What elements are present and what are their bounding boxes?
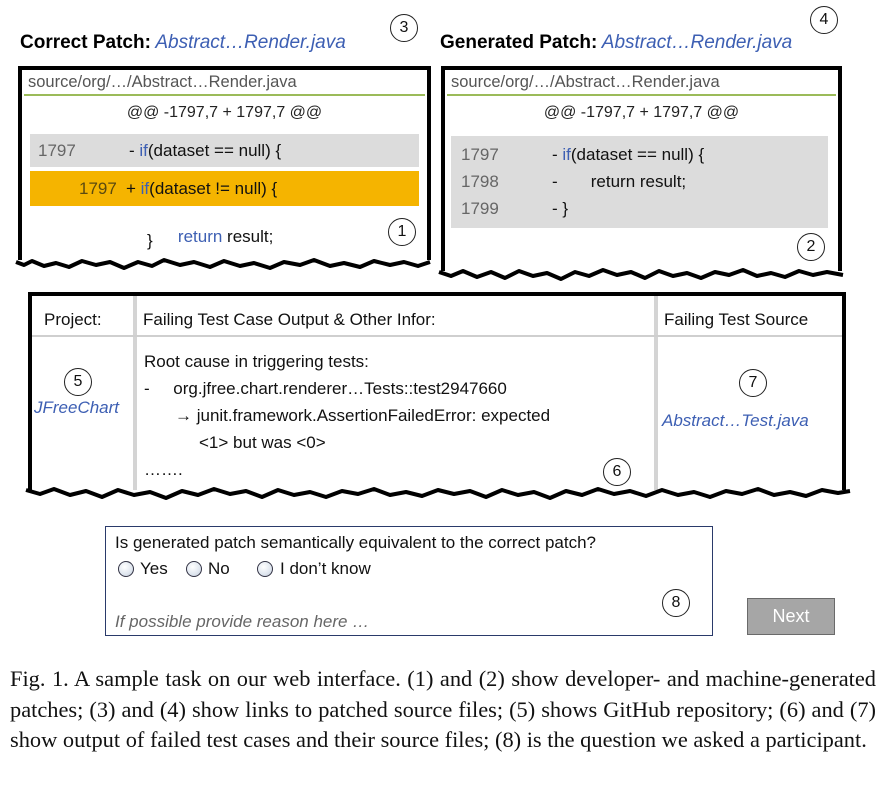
generated-patch-hunk-header: @@ -1797,7 + 1797,7 @@ [543, 104, 740, 121]
correct-deleted-line: 1797 - if(dataset == null) { [30, 134, 419, 167]
correct-context-line: return result; [177, 227, 274, 246]
radio-yes[interactable] [118, 561, 134, 577]
generated-patch-header: Generated Patch: Abstract…Render.java [440, 32, 792, 54]
column-divider [133, 296, 137, 490]
column-header-failing-output: Failing Test Case Output & Other Infor: [143, 310, 436, 329]
marker-5: 5 [64, 368, 92, 396]
correct-added-line: 1797 + if(dataset != null) { [30, 171, 419, 206]
column-header-test-source: Failing Test Source [664, 310, 809, 329]
failing-test-name: - org.jfree.chart.renderer…Tests::test29… [144, 379, 507, 398]
correct-patch-label: Correct Patch: [20, 32, 151, 53]
code-line: 1799 - } [461, 199, 569, 218]
assertion-error-line: → junit.framework.AssertionFailedError: … [175, 406, 551, 425]
marker-7: 7 [739, 369, 767, 397]
correct-patch-file-link[interactable]: Abstract…Render.java [155, 32, 346, 53]
marker-1: 1 [388, 218, 416, 246]
correct-patch-panel: source/org/…/Abstract…Render.java @@ -17… [18, 66, 431, 260]
marker-2: 2 [797, 233, 825, 261]
correct-closing-brace: } [147, 231, 153, 250]
next-button[interactable]: Next [747, 598, 835, 635]
torn-edge-generated [438, 268, 844, 281]
marker-4: 4 [810, 6, 838, 34]
header-divider [32, 335, 842, 337]
project-link[interactable]: JFreeChart [34, 398, 120, 417]
correct-patch-hunk-header: @@ -1797,7 + 1797,7 @@ [126, 104, 323, 121]
correct-patch-header: Correct Patch: Abstract…Render.java [20, 32, 346, 54]
more-output-ellipsis: ……. [144, 460, 183, 479]
generated-patch-label: Generated Patch: [440, 32, 598, 53]
marker-8: 8 [662, 589, 690, 617]
radio-no[interactable] [186, 561, 202, 577]
question-text: Is generated patch semantically equivale… [115, 533, 597, 552]
code-text: - if(dataset == null) { [129, 141, 282, 160]
generated-patch-file-link[interactable]: Abstract…Render.java [601, 32, 793, 53]
code-line: 1797 - if(dataset == null) { [461, 145, 705, 164]
reason-input[interactable]: If possible provide reason here … [115, 612, 370, 631]
radio-label-yes[interactable]: Yes [140, 559, 168, 578]
column-divider [654, 296, 658, 490]
assertion-error-detail: <1> but was <0> [199, 433, 326, 452]
code-line: 1798 - return result; [461, 172, 687, 191]
torn-edge-info [25, 487, 851, 500]
failing-test-info-panel: Project: Failing Test Case Output & Othe… [28, 292, 846, 490]
radio-label-dont-know[interactable]: I don’t know [280, 559, 371, 578]
radio-label-no[interactable]: No [208, 559, 230, 578]
question-box: Is generated patch semantically equivale… [105, 526, 713, 636]
test-source-link[interactable]: Abstract…Test.java [662, 411, 809, 430]
marker-6: 6 [603, 458, 631, 486]
radio-dont-know[interactable] [257, 561, 273, 577]
generated-patch-panel: source/org/…/Abstract…Render.java @@ -17… [441, 66, 842, 271]
line-number: 1797 [38, 141, 76, 160]
column-header-project: Project: [44, 310, 102, 329]
root-cause-label: Root cause in triggering tests: [144, 352, 369, 371]
figure-caption: Fig. 1. A sample task on our web interfa… [10, 666, 876, 752]
generated-patch-path: source/org/…/Abstract…Render.java [447, 70, 836, 96]
marker-3: 3 [390, 14, 418, 42]
correct-patch-path: source/org/…/Abstract…Render.java [24, 70, 425, 96]
generated-deleted-block: 1797 - if(dataset == null) { 1798 - retu… [451, 136, 828, 228]
torn-edge-correct [15, 258, 431, 270]
line-number: 1797 [79, 179, 117, 198]
code-text: + if(dataset != null) { [126, 179, 278, 198]
